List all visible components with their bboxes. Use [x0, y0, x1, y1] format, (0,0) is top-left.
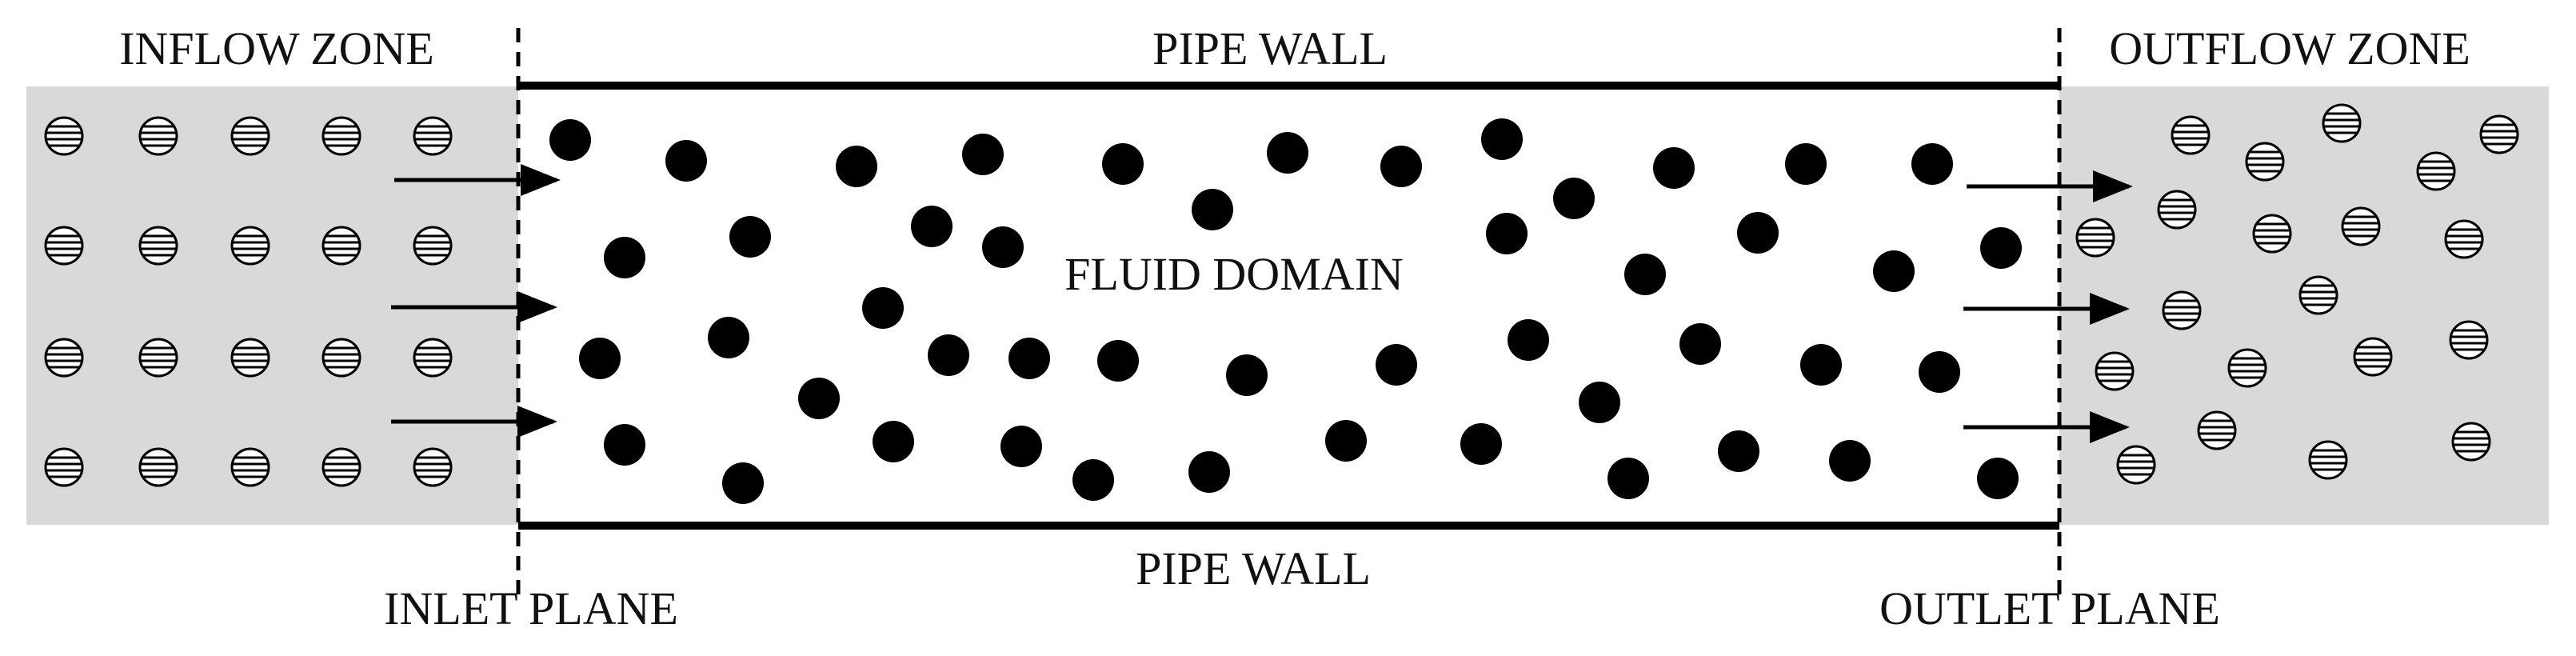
- outlet-plane-label: OUTLET PLANE: [1879, 582, 2220, 634]
- fluid-particles: [549, 118, 2022, 504]
- pipe-wall-bottom-label: PIPE WALL: [1136, 542, 1371, 594]
- inlet-plane-label: INLET PLANE: [384, 582, 678, 634]
- fluid-domain-label: FLUID DOMAIN: [1064, 248, 1404, 300]
- pipe-wall-top-label: PIPE WALL: [1152, 22, 1388, 74]
- flow-arrows: [391, 164, 2133, 443]
- inflow-zone-label: INFLOW ZONE: [119, 22, 434, 74]
- outflow-zone-label: OUTFLOW ZONE: [2109, 22, 2470, 74]
